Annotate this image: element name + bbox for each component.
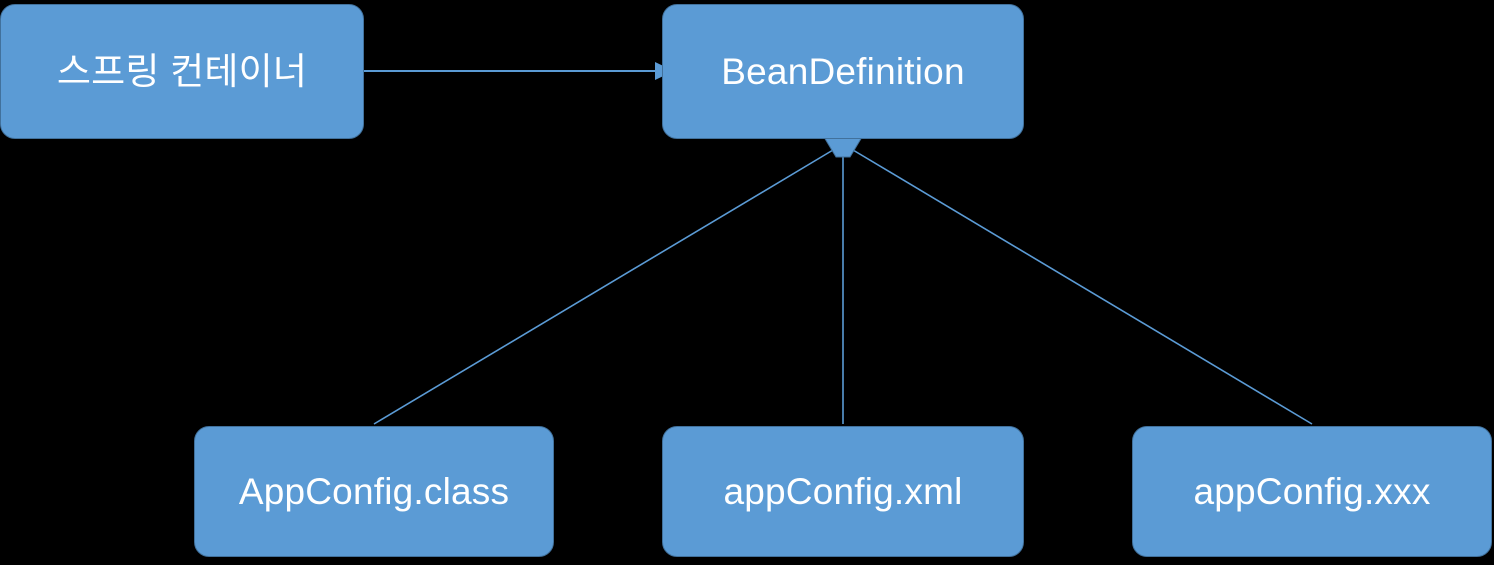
edge-line xyxy=(852,149,1313,425)
arrowhead-shape xyxy=(823,136,863,158)
edge-appconfig-class-to-beandefinition xyxy=(373,149,834,425)
node-label: 스프링 컨테이너 xyxy=(56,51,308,92)
node-label: BeanDefinition xyxy=(721,51,965,92)
node-appconfig-xxx[interactable]: appConfig.xxx xyxy=(1132,426,1492,557)
node-appconfig-class[interactable]: AppConfig.class xyxy=(194,426,554,557)
node-label: appConfig.xxx xyxy=(1193,471,1431,512)
edge-spring-to-beandefinition xyxy=(364,62,674,80)
node-spring-container[interactable]: 스프링 컨테이너 xyxy=(0,4,364,139)
edge-appconfig-xxx-to-beandefinition xyxy=(852,149,1313,425)
node-label: appConfig.xml xyxy=(723,471,963,512)
edge-line xyxy=(373,149,834,425)
node-bean-definition[interactable]: BeanDefinition xyxy=(662,4,1024,139)
node-label: AppConfig.class xyxy=(238,471,510,512)
node-appconfig-xml[interactable]: appConfig.xml xyxy=(662,426,1024,557)
arrowhead-icon-beandefinition xyxy=(823,136,863,158)
